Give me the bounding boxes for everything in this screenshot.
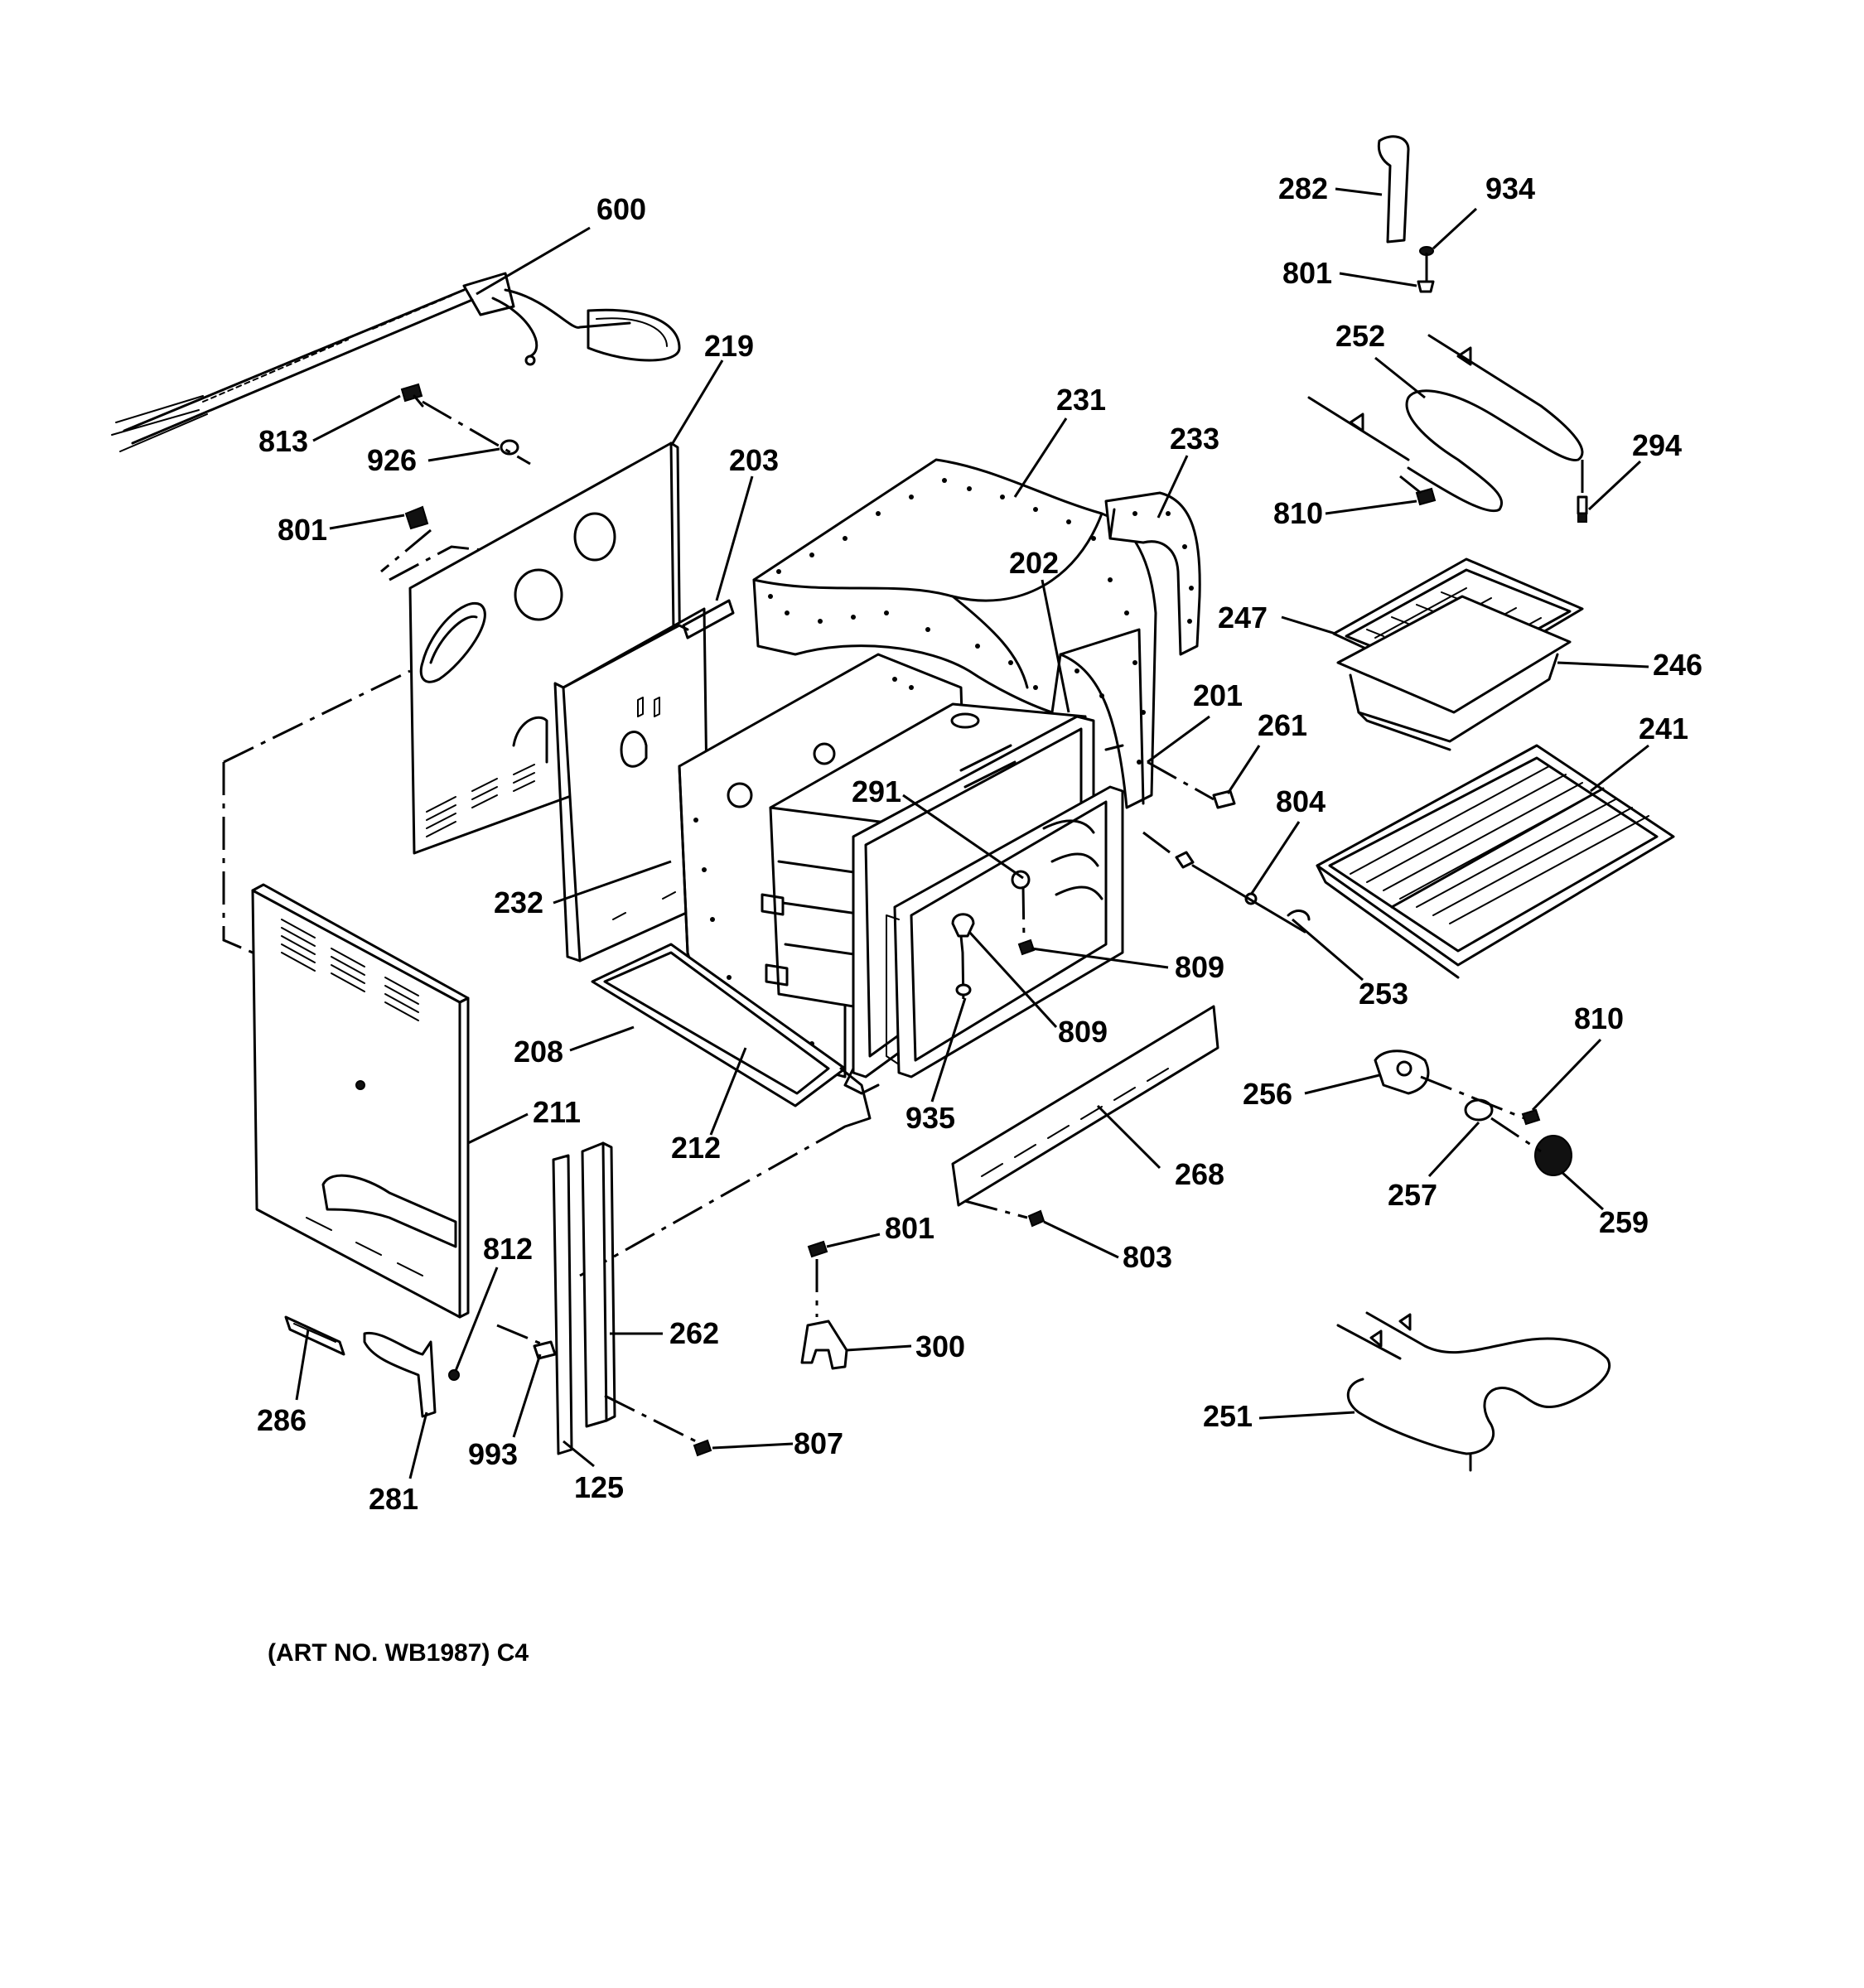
oven-rack-241 (1316, 744, 1675, 979)
screw-801b (807, 1240, 828, 1258)
label-268: 268 (1175, 1157, 1224, 1191)
screw-809b (951, 913, 975, 954)
label-257: 257 (1388, 1178, 1437, 1212)
vent-duct-282 (1377, 135, 1410, 244)
connector-261 (1212, 789, 1236, 809)
screw-810a (1415, 487, 1437, 506)
label-801: 801 (278, 513, 327, 547)
broil-element-252 (1307, 334, 1584, 513)
label-232: 232 (494, 885, 543, 919)
hinge-281 (363, 1331, 437, 1418)
inner-frame (886, 785, 1124, 1078)
screw-812 (448, 1369, 460, 1381)
label-201: 201 (1193, 678, 1243, 712)
bracket-300 (800, 1320, 848, 1370)
lower-panel-211 (251, 883, 470, 1319)
label-259: 259 (1599, 1205, 1649, 1239)
label-809a: 809 (1175, 950, 1224, 984)
label-211: 211 (533, 1095, 581, 1129)
label-212: 212 (671, 1131, 721, 1165)
screw-803 (1027, 1209, 1045, 1228)
oven-sensor-253 (1175, 851, 1311, 934)
label-300: 300 (915, 1329, 965, 1363)
label-807: 807 (794, 1426, 843, 1460)
screw-813 (400, 383, 424, 408)
label-801c: 801 (1282, 256, 1332, 290)
strip-125 (552, 1154, 573, 1455)
label-251: 251 (1203, 1399, 1253, 1433)
label-256: 256 (1243, 1077, 1292, 1111)
label-810a: 810 (1273, 496, 1323, 530)
label-233: 233 (1170, 422, 1219, 456)
bottom-panel-208 (591, 943, 847, 1107)
label-600: 600 (596, 192, 646, 226)
bracket-201 (1104, 744, 1124, 751)
label-993: 993 (468, 1437, 518, 1471)
insulation-233 (1104, 491, 1201, 656)
washer-935 (955, 983, 972, 996)
wiring-harness-600 (111, 272, 681, 452)
label-809b: 809 (1058, 1015, 1108, 1049)
label-281: 281 (369, 1482, 418, 1516)
screw-809a (1017, 939, 1036, 956)
bracket-286 (284, 1315, 345, 1356)
screw-810b (1521, 1108, 1541, 1126)
label-934: 934 (1485, 171, 1535, 205)
label-261: 261 (1258, 708, 1307, 742)
strip-262 (581, 1141, 616, 1428)
label-246: 246 (1653, 648, 1702, 682)
screw-801a (404, 505, 429, 530)
socket-256 (1374, 1049, 1430, 1095)
label-203: 203 (729, 443, 779, 477)
label-241: 241 (1639, 712, 1688, 746)
screw-807 (693, 1439, 712, 1457)
label-282: 282 (1278, 171, 1328, 205)
label-812: 812 (483, 1232, 533, 1266)
bake-element-251 (1336, 1311, 1610, 1472)
insulation-blanket-231 (752, 458, 1157, 809)
clip-294 (1577, 495, 1588, 523)
label-202: 202 (1009, 546, 1059, 580)
label-219: 219 (704, 329, 754, 363)
label-231: 231 (1056, 383, 1106, 417)
label-125: 125 (574, 1470, 624, 1504)
flange-203 (682, 599, 735, 639)
label-253: 253 (1359, 977, 1408, 1011)
label-252: 252 (1335, 319, 1385, 353)
label-286: 286 (257, 1403, 307, 1437)
clip-993 (533, 1340, 557, 1360)
label-803: 803 (1123, 1240, 1172, 1274)
label-247: 247 (1218, 601, 1268, 635)
leader-lines (295, 187, 1649, 1479)
label-810b: 810 (1574, 1001, 1624, 1035)
label-291: 291 (852, 774, 901, 808)
label-804: 804 (1276, 784, 1326, 818)
trim-212 (839, 1067, 872, 1128)
lens-259 (1534, 1135, 1572, 1176)
label-294: 294 (1632, 428, 1682, 462)
label-813: 813 (258, 424, 308, 458)
art-number-caption: (ART NO. WB1987) C4 (268, 1639, 529, 1667)
label-262: 262 (669, 1316, 719, 1350)
label-935: 935 (905, 1101, 955, 1135)
label-926: 926 (367, 443, 417, 477)
screw-801c (1417, 280, 1435, 293)
part-labels: 600 219 813 926 801 203 231 233 202 232 … (257, 171, 1702, 1516)
broiler-pan-246 (1336, 595, 1572, 751)
label-801b: 801 (885, 1211, 934, 1245)
toe-kick-268 (951, 1005, 1219, 1207)
label-208: 208 (514, 1035, 563, 1069)
